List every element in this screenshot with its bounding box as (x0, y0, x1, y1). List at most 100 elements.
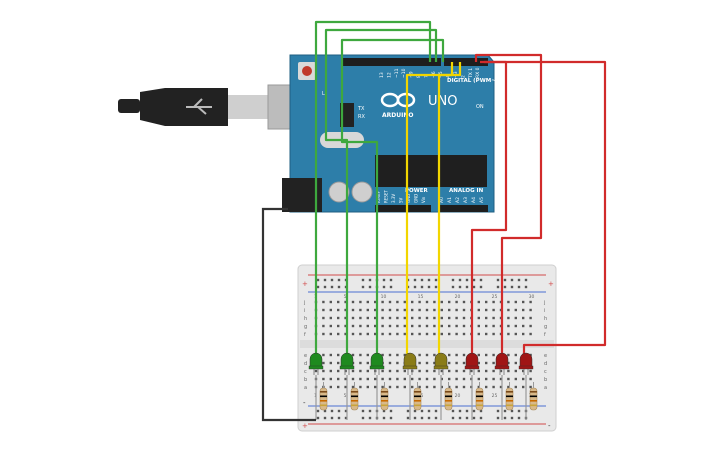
breadboard-hole[interactable] (477, 377, 480, 381)
breadboard-hole[interactable] (517, 409, 521, 413)
wire-yellow-2[interactable] (437, 62, 462, 355)
breadboard-hole[interactable] (382, 409, 386, 413)
breadboard-hole[interactable] (492, 332, 495, 336)
breadboard-hole[interactable] (455, 369, 458, 373)
breadboard-hole[interactable] (507, 332, 510, 336)
breadboard-hole[interactable] (344, 369, 347, 373)
breadboard-hole[interactable] (433, 377, 436, 381)
breadboard-hole[interactable] (433, 316, 436, 320)
breadboard-hole[interactable] (396, 385, 399, 389)
breadboard-hole[interactable] (440, 385, 443, 389)
breadboard-hole[interactable] (374, 324, 377, 328)
breadboard-hole[interactable] (517, 278, 521, 282)
breadboard-hole[interactable] (462, 361, 466, 365)
breadboard-hole[interactable] (359, 324, 362, 328)
breadboard-hole[interactable] (462, 377, 466, 381)
breadboard-hole[interactable] (366, 369, 369, 373)
breadboard-hole[interactable] (411, 377, 414, 381)
breadboard-hole[interactable] (455, 353, 458, 357)
breadboard-hole[interactable] (381, 385, 384, 389)
breadboard-hole[interactable] (344, 409, 348, 413)
breadboard-hole[interactable] (499, 369, 503, 373)
breadboard-hole[interactable] (425, 361, 429, 365)
breadboard-hole[interactable] (329, 369, 332, 373)
breadboard-hole[interactable] (359, 369, 362, 373)
breadboard-hole[interactable] (529, 316, 532, 320)
breadboard-hole[interactable] (455, 361, 458, 365)
wire-yellow-1[interactable] (405, 62, 454, 355)
breadboard-hole[interactable] (323, 409, 327, 413)
leds[interactable] (308, 352, 534, 375)
breadboard-hole[interactable] (359, 332, 362, 336)
breadboard-hole[interactable] (382, 416, 386, 420)
breadboard-hole[interactable] (411, 332, 414, 336)
breadboard-hole[interactable] (510, 416, 514, 420)
breadboard-hole[interactable] (425, 300, 429, 304)
breadboard-hole[interactable] (462, 353, 466, 357)
breadboard-hole[interactable] (366, 353, 369, 357)
usb-cable[interactable] (118, 84, 309, 130)
breadboard-hole[interactable] (368, 409, 372, 413)
breadboard-hole[interactable] (351, 324, 355, 328)
breadboard-hole[interactable] (433, 324, 436, 328)
breadboard-hole[interactable] (496, 409, 500, 413)
led[interactable] (465, 352, 479, 369)
breadboard-hole[interactable] (507, 377, 510, 381)
breadboard-hole[interactable] (433, 332, 436, 336)
breadboard-hole[interactable] (329, 300, 332, 304)
breadboard-hole[interactable] (434, 416, 438, 420)
breadboard-hole[interactable] (465, 278, 469, 282)
breadboard-hole[interactable] (496, 285, 500, 289)
breadboard-hole[interactable] (330, 278, 334, 282)
breadboard-hole[interactable] (448, 308, 451, 312)
breadboard-hole[interactable] (420, 409, 424, 413)
breadboard-hole[interactable] (458, 416, 462, 420)
breadboard-hole[interactable] (492, 308, 495, 312)
breadboard-hole[interactable] (448, 361, 451, 365)
breadboard-hole[interactable] (514, 324, 517, 328)
led[interactable] (403, 352, 417, 369)
wire-green-1[interactable] (314, 20, 432, 355)
led[interactable] (309, 352, 323, 369)
breadboard-hole[interactable] (359, 353, 362, 357)
breadboard-hole[interactable] (433, 300, 436, 304)
breadboard-hole[interactable] (455, 385, 458, 389)
breadboard-hole[interactable] (322, 377, 325, 381)
breadboard-hole[interactable] (403, 385, 406, 389)
breadboard-hole[interactable] (381, 300, 384, 304)
breadboard-hole[interactable] (425, 332, 429, 336)
breadboard-hole[interactable] (388, 332, 392, 336)
breadboard-hole[interactable] (514, 308, 517, 312)
breadboard-hole[interactable] (440, 369, 443, 373)
breadboard-hole[interactable] (403, 353, 406, 357)
breadboard-hole[interactable] (499, 377, 503, 381)
breadboard-hole[interactable] (479, 285, 483, 289)
breadboard-hole[interactable] (329, 353, 332, 357)
breadboard-hole[interactable] (388, 324, 392, 328)
breadboard-hole[interactable] (492, 361, 495, 365)
breadboard-hole[interactable] (479, 416, 483, 420)
breadboard-hole[interactable] (477, 316, 480, 320)
breadboard-hole[interactable] (337, 300, 340, 304)
breadboard-hole[interactable] (507, 353, 510, 357)
breadboard-hole[interactable] (323, 285, 327, 289)
breadboard-hole[interactable] (316, 409, 320, 413)
analog-header[interactable] (438, 205, 488, 212)
breadboard-hole[interactable] (388, 300, 392, 304)
breadboard-hole[interactable] (510, 409, 514, 413)
breadboard-hole[interactable] (448, 316, 451, 320)
breadboard-hole[interactable] (462, 385, 466, 389)
breadboard-hole[interactable] (492, 369, 495, 373)
breadboard-hole[interactable] (448, 324, 451, 328)
breadboard-hole[interactable] (330, 285, 334, 289)
breadboard-hole[interactable] (465, 285, 469, 289)
breadboard-hole[interactable] (529, 369, 532, 373)
breadboard-hole[interactable] (485, 353, 488, 357)
breadboard-hole[interactable] (351, 369, 355, 373)
breadboard-hole[interactable] (522, 385, 525, 389)
breadboard-hole[interactable] (472, 409, 476, 413)
breadboard-hole[interactable] (485, 300, 488, 304)
breadboard-hole[interactable] (337, 285, 341, 289)
breadboard-hole[interactable] (455, 377, 458, 381)
